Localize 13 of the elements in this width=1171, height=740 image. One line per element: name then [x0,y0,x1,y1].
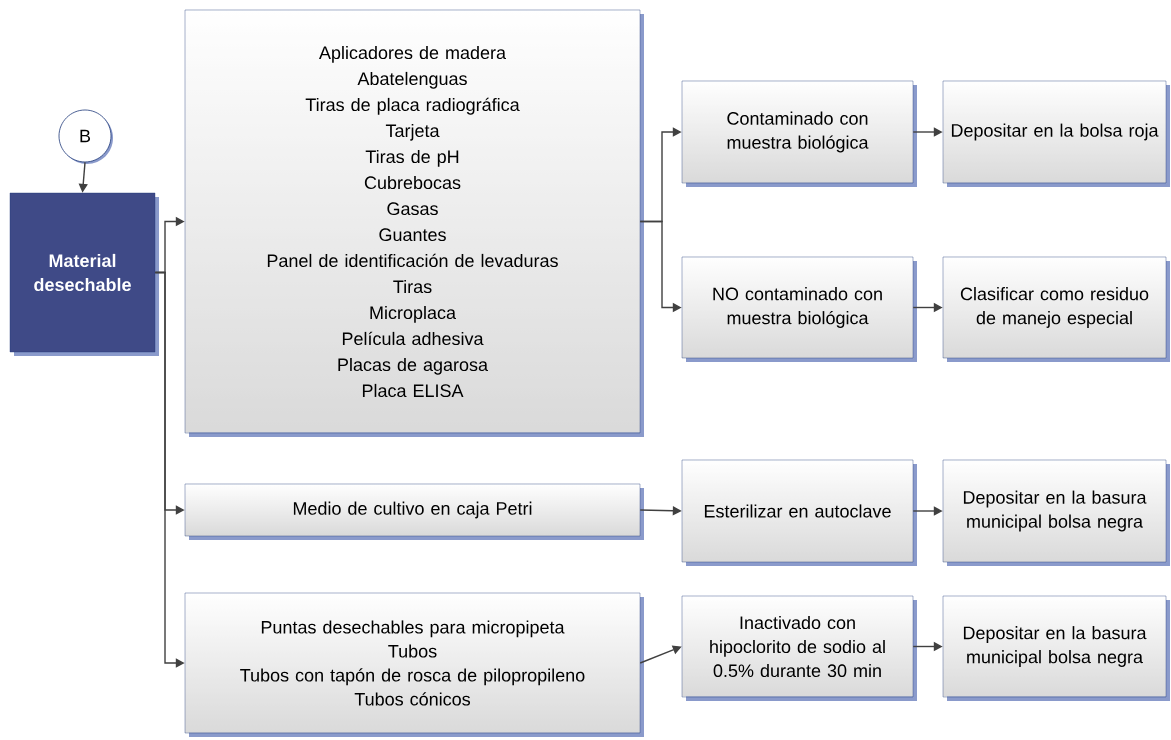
process-box: NO contaminado con muestra biológica [681,256,917,362]
process-box: Puntas desechables para micropipeta Tubos Tubos con tapón de rosca de pilopropileno Tubos cónicos [184,592,644,737]
process-box: Depositar en la bolsa roja [942,80,1170,187]
process-box: Medio de cultivo en caja Petri [184,483,644,540]
process-box: Contaminado con muestra biológica [681,80,917,187]
arrow [639,645,682,664]
process-box: Clasificar como residuo de manejo especial [942,256,1170,362]
process-box: Aplicadores de madera Abatelenguas Tiras de placa radiográfica Tarjeta Tiras de pH Cubrebocas Gasas Guantes Panel de identificación de levaduras Tiras Microplaca Película adhesiva Placas de agarosa Placa ELISA [184,9,644,437]
category-box: Material desechable [9,192,159,356]
process-box: Inactivado con hipoclorito de sodio al 0.5% durante 30 min [681,595,917,701]
process-box: Depositar en la basura municipal bolsa negra [942,595,1170,701]
process-box: Esterilizar en autoclave [681,459,917,566]
process-box: Depositar en la basura municipal bolsa negra [942,459,1170,566]
